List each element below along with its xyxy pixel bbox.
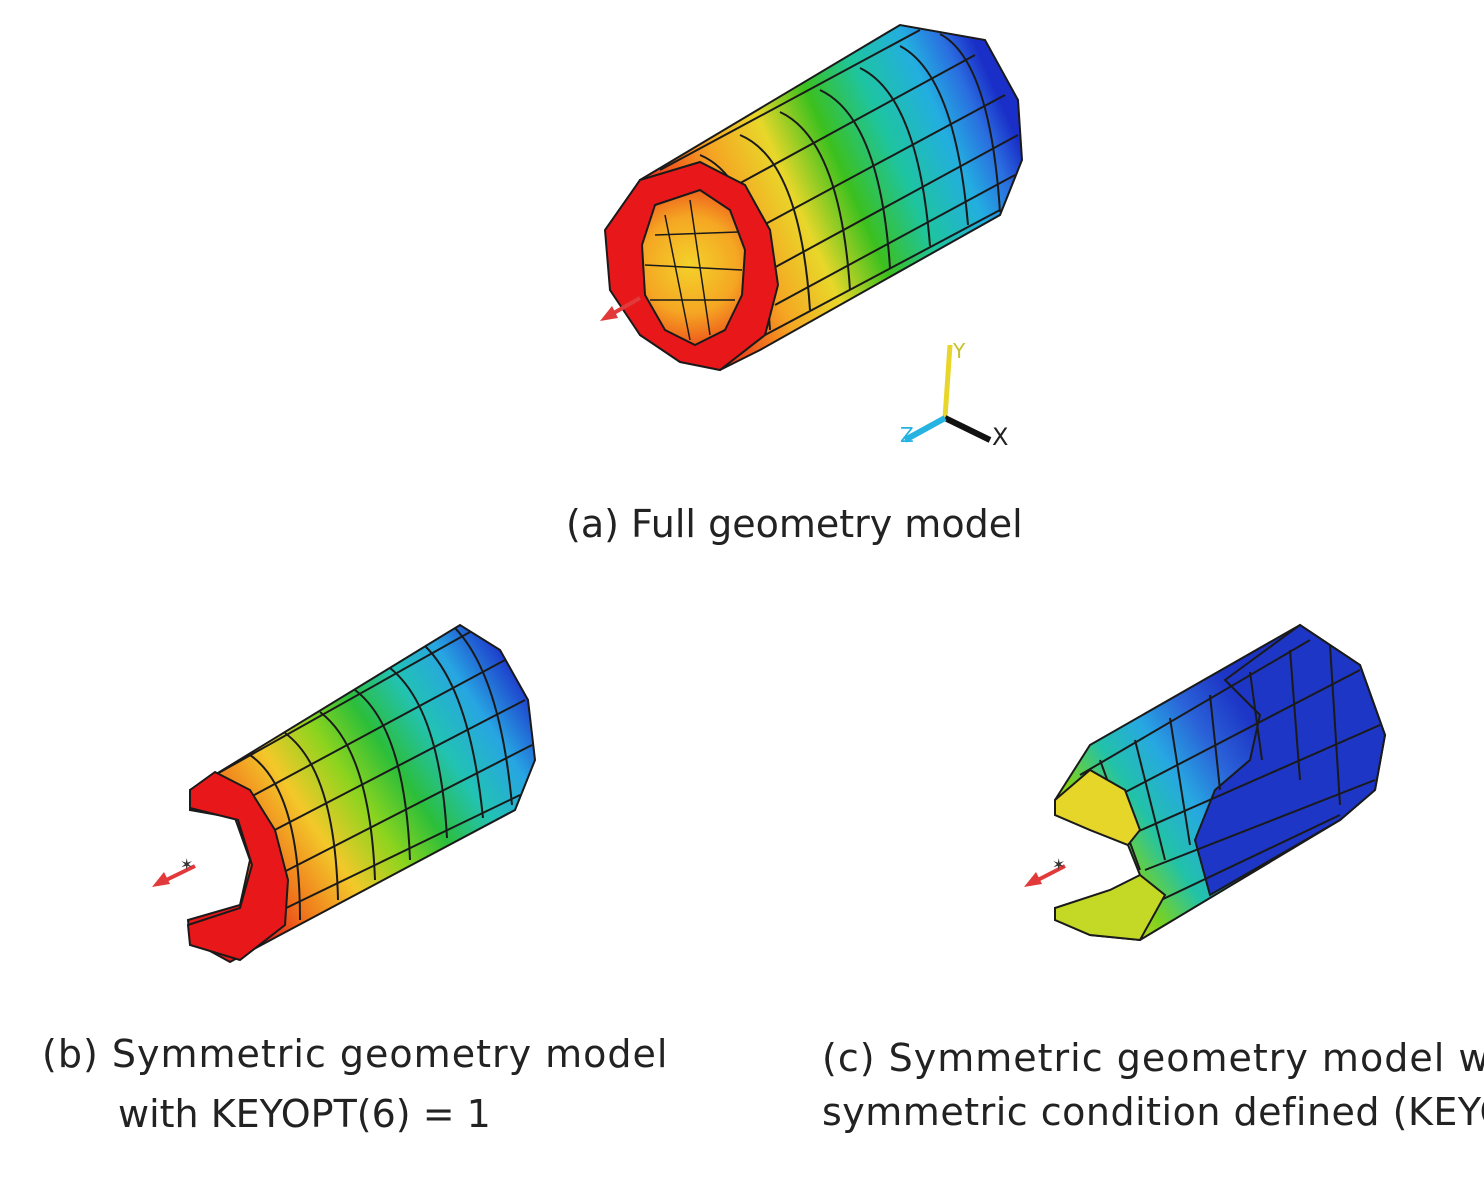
model-c-front-upper <box>1054 768 1142 847</box>
triad-z-axis <box>903 415 947 443</box>
svg-text:✶: ✶ <box>1052 855 1065 874</box>
model-b-load-arrow: ✶ <box>152 855 196 887</box>
model-c-deformed-half: ✶ <box>1024 623 1387 942</box>
model-b-half-cylinder: ✶ <box>152 623 537 964</box>
model-a-load-arrow <box>600 296 641 321</box>
caption-b-line1: (b) Symmetric geometry model <box>42 1032 669 1076</box>
caption-c-line2: symmetric condition defined (KEYO <box>822 1090 1484 1134</box>
triad-z-label: Z <box>900 423 914 447</box>
axis-triad: Y X Z <box>900 339 1008 451</box>
model-c-load-arrow: ✶ <box>1024 855 1066 887</box>
model-a-mesh <box>659 29 1019 336</box>
caption-c-line1: (c) Symmetric geometry model w <box>822 1036 1484 1080</box>
caption-a: (a) Full geometry model <box>566 502 1023 546</box>
triad-y-label: Y <box>952 339 966 363</box>
triad-y-axis <box>942 344 953 419</box>
model-c-blue-region <box>1193 623 1387 897</box>
model-c-mesh <box>1079 639 1381 911</box>
model-a-full-cylinder <box>600 23 1024 372</box>
caption-b-line2: with KEYOPT(6) = 1 <box>118 1092 491 1136</box>
triad-x-label: X <box>992 423 1008 451</box>
model-b-mesh <box>214 627 533 921</box>
model-b-front-face <box>186 770 290 962</box>
svg-text:✶: ✶ <box>180 855 193 874</box>
model-c-front-lower <box>1054 873 1167 942</box>
triad-x-axis <box>943 415 992 443</box>
